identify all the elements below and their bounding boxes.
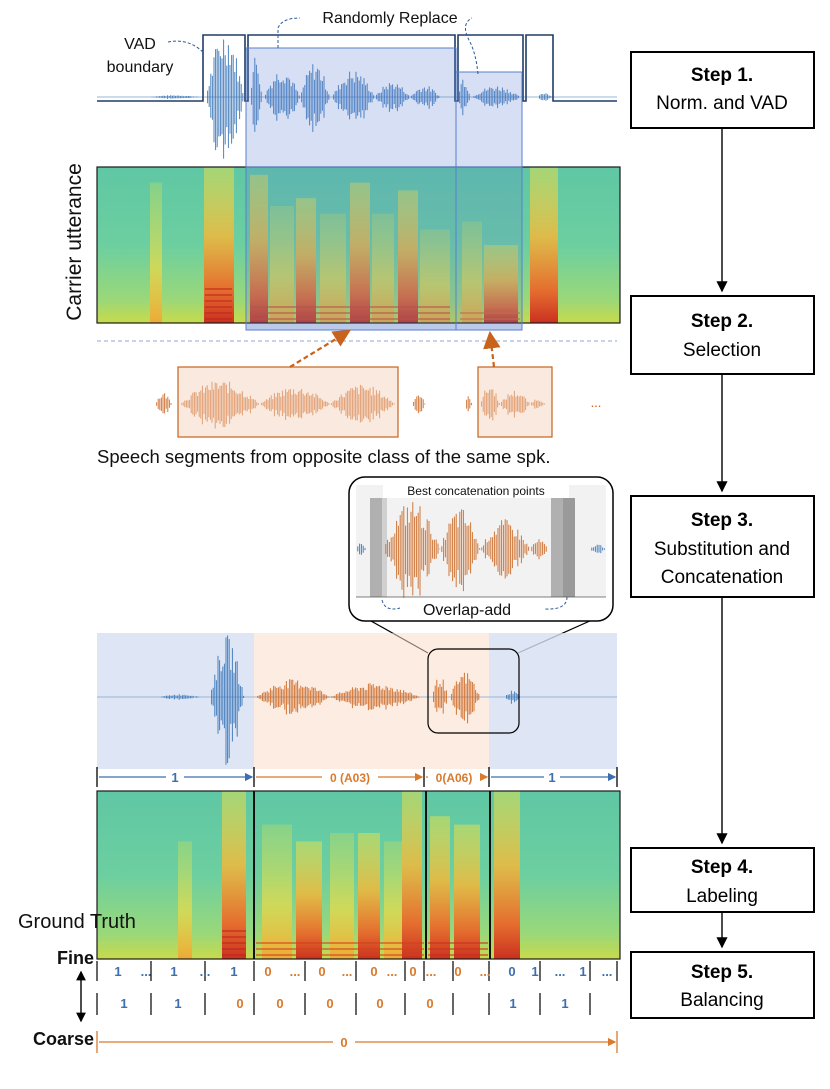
coarse-label-cell: 0	[326, 996, 333, 1011]
segment-label-spoof-a03: 0 (A03)	[330, 771, 370, 785]
fine-label-cell: ...	[555, 964, 566, 979]
fine-label-cell: 0	[409, 964, 416, 979]
fine-label: Fine	[57, 948, 94, 968]
step-4-box: Step 4. Labeling	[630, 847, 815, 913]
spoof-ellipsis: ...	[591, 395, 602, 410]
fine-label-cell: 1	[531, 964, 538, 979]
vad-label-line1: VAD	[124, 36, 156, 53]
speech-segments-caption: Speech segments from opposite class of t…	[97, 446, 550, 467]
step-3-desc-line1: Substitution and	[654, 539, 790, 560]
concatenated-waveform	[97, 633, 617, 769]
fine-label-cell: ...	[480, 964, 491, 979]
step-2-box: Step 2. Selection	[630, 295, 815, 375]
step-2-desc: Selection	[683, 340, 761, 361]
step-5-title: Step 5.	[691, 962, 753, 983]
coarse-label-cell: 1	[174, 996, 181, 1011]
replace-leader-line	[277, 17, 479, 75]
step-1-desc: Norm. and VAD	[656, 93, 788, 114]
segment-labels: 1 0 (A03) 0(A06) 1	[96, 767, 618, 787]
fine-label-cell: ...	[602, 964, 613, 979]
fine-label-cell: 1	[579, 964, 586, 979]
fine-label-cell: ...	[200, 964, 211, 979]
step-4-desc: Labeling	[686, 886, 758, 907]
carrier-spectrogram	[96, 166, 621, 331]
vad-leader-line	[167, 40, 204, 53]
coarse-label-cell: 1	[509, 996, 516, 1011]
step-3-desc-line2: Concatenation	[661, 567, 784, 588]
segment-label-spoof-a06: 0(A06)	[436, 771, 473, 785]
spoof-segment-box-1	[177, 366, 399, 438]
segment-label-bonafide-1: 1	[171, 770, 178, 785]
fine-label-cell: 0	[508, 964, 515, 979]
carrier-waveform	[151, 39, 552, 159]
carrier-utterance-label: Carrier utterance	[63, 163, 86, 321]
fine-label-cell: 1	[230, 964, 237, 979]
step-1-box: Step 1. Norm. and VAD	[630, 51, 815, 129]
spoof-segment-box-2	[477, 366, 553, 438]
step-flow: Step 1. Norm. and VAD Step 2. Selection …	[630, 51, 815, 1019]
step-2-title: Step 2.	[691, 311, 753, 332]
best-concatenation-label: Best concatenation points	[407, 484, 544, 498]
coarse-overall-label: 0	[340, 1035, 347, 1050]
step-5-desc: Balancing	[680, 990, 763, 1011]
coarse-label-row: 1 1 0 0 0 0 0 1 1	[96, 993, 591, 1015]
coarse-label-cell: 0	[376, 996, 383, 1011]
fine-label-cell: ...	[141, 964, 152, 979]
step-1-title: Step 1.	[691, 65, 753, 86]
fine-label-cell: ...	[290, 964, 301, 979]
fine-label-cell: 0	[264, 964, 271, 979]
fine-label-row: 1... 1... 1 0... 0... 0... 0... 0... 0 1... 1...	[96, 961, 618, 981]
concatenation-callout: Best concatenation points Overlap-add	[348, 476, 614, 654]
fine-label-cell: ...	[387, 964, 398, 979]
result-spectrogram	[96, 790, 621, 960]
step-3-box: Step 3. Substitution and Concatenation	[630, 495, 815, 598]
fine-label-cell: 0	[454, 964, 461, 979]
coarse-label-cell: 0	[236, 996, 243, 1011]
coarse-label: Coarse	[33, 1029, 94, 1049]
fine-label-cell: 0	[370, 964, 377, 979]
segment-label-bonafide-2: 1	[548, 770, 555, 785]
fine-label-cell: 1	[114, 964, 121, 979]
spoof-segments: ...	[156, 329, 602, 438]
fine-label-cell: ...	[342, 964, 353, 979]
randomly-replace-label: Randomly Replace	[322, 10, 457, 27]
step-3-title: Step 3.	[691, 510, 753, 531]
coarse-label-cell: 1	[120, 996, 127, 1011]
fine-label-cell: 1	[170, 964, 177, 979]
coarse-label-cell: 1	[561, 996, 568, 1011]
fine-label-cell: ...	[426, 964, 437, 979]
coarse-overall: 0	[96, 1031, 618, 1053]
vad-label-line2: boundary	[107, 59, 174, 76]
overlap-add-label: Overlap-add	[423, 602, 511, 619]
coarse-label-cell: 0	[426, 996, 433, 1011]
ground-truth-label: Ground Truth	[18, 911, 136, 933]
fine-label-cell: 0	[318, 964, 325, 979]
coarse-label-cell: 0	[276, 996, 283, 1011]
step-5-box: Step 5. Balancing	[630, 951, 815, 1019]
step-4-title: Step 4.	[691, 857, 753, 878]
